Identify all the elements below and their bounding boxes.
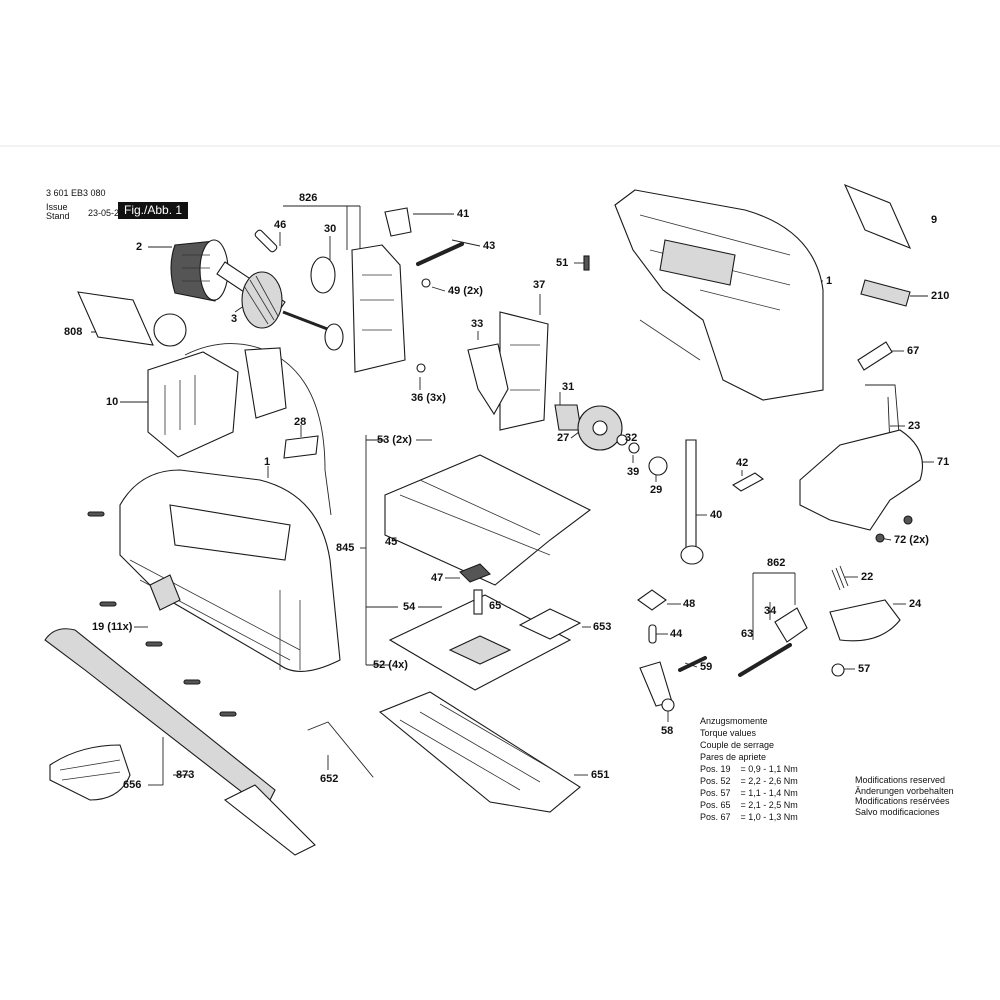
modifications-es: Salvo modificaciones <box>855 806 940 817</box>
callout-19: 19 (11x) <box>92 621 133 633</box>
callout-33: 33 <box>471 318 484 330</box>
part-motor-stator <box>170 239 229 302</box>
callout-210: 210 <box>931 290 950 302</box>
callout-2: 2 <box>136 241 143 253</box>
torque-row-52: Pos. 52 = 2,2 - 2,6 Nm <box>700 776 798 786</box>
callout-873: 873 <box>176 769 195 781</box>
callout-22: 22 <box>861 571 874 583</box>
callout-845: 845 <box>336 542 355 554</box>
callout-47: 47 <box>431 572 444 584</box>
callout-23: 23 <box>908 420 921 432</box>
torque-title-en: Torque values <box>700 728 757 738</box>
torque-title-de: Anzugsmomente <box>700 716 768 726</box>
callout-9: 9 <box>931 214 938 226</box>
torque-title-es: Pares de apriete <box>700 752 767 762</box>
callout-27: 27 <box>557 432 570 444</box>
callout-54: 54 <box>403 601 416 613</box>
callout-29: 29 <box>650 484 663 496</box>
part-housing-half-right <box>614 189 824 401</box>
callout-36: 36 (3x) <box>411 392 446 404</box>
modifications-notice: Modifications reserved Änderungen vorbeh… <box>855 775 954 817</box>
callout-652: 652 <box>320 773 339 785</box>
torque-values-table: Anzugsmomente Torque values Couple de se… <box>700 715 798 823</box>
callout-31: 31 <box>562 381 575 393</box>
callout-45: 45 <box>385 536 398 548</box>
callout-67: 67 <box>907 345 920 357</box>
callout-63: 63 <box>741 628 754 640</box>
callout-52: 52 (4x) <box>373 659 408 671</box>
figure-tag: Fig./Abb. 1 <box>118 202 189 219</box>
document-code: 3 601 EB3 080 <box>46 188 106 198</box>
modifications-en: Modifications reserved <box>855 775 946 785</box>
callout-24: 24 <box>909 598 922 610</box>
callout-72: 72 (2x) <box>894 534 929 546</box>
callout-32: 32 <box>625 432 638 444</box>
callout-48: 48 <box>683 598 696 610</box>
callout-51: 51 <box>556 257 569 269</box>
callout-42: 42 <box>736 457 749 469</box>
part-armature <box>216 261 331 332</box>
callout-30: 30 <box>324 223 337 235</box>
torque-row-65: Pos. 65 = 2,1 - 2,5 Nm <box>700 800 798 810</box>
issue-label: Issue <box>46 202 68 212</box>
callout-28: 28 <box>294 416 307 428</box>
issue-stand-label: Issue Stand <box>46 203 70 221</box>
callout-10: 10 <box>106 396 119 408</box>
callout-58: 58 <box>661 725 674 737</box>
callout-65: 65 <box>489 600 502 612</box>
callout-653: 653 <box>593 621 612 633</box>
callout-57: 57 <box>858 663 871 675</box>
callout-1-housing-left: 1 <box>264 456 271 468</box>
callout-53: 53 (2x) <box>377 434 412 446</box>
part-base-plate <box>384 454 592 691</box>
torque-row-67: Pos. 67 = 1,0 - 1,3 Nm <box>700 812 798 822</box>
callout-39: 39 <box>627 466 640 478</box>
callout-656: 656 <box>123 779 142 791</box>
callout-651: 651 <box>591 769 610 781</box>
callout-34: 34 <box>764 605 777 617</box>
callout-826: 826 <box>299 192 318 204</box>
callout-40: 40 <box>710 509 723 521</box>
part-housing-half-left <box>119 469 341 672</box>
torque-title-fr: Couple de serrage <box>700 740 775 750</box>
issue-date: 23-05-20 <box>88 208 125 218</box>
callout-71: 71 <box>937 456 950 468</box>
callout-41: 41 <box>457 208 470 220</box>
modifications-de: Änderungen vorbehalten <box>855 785 954 796</box>
callout-808: 808 <box>64 326 83 338</box>
callout-43: 43 <box>483 240 496 252</box>
callout-59: 59 <box>700 661 713 673</box>
callout-862: 862 <box>767 557 786 569</box>
callout-46: 46 <box>274 219 287 231</box>
callout-49: 49 (2x) <box>448 285 483 297</box>
callout-1-housing-right: 1 <box>826 275 833 287</box>
callout-44: 44 <box>670 628 683 640</box>
callout-3: 3 <box>231 313 238 325</box>
stand-label: Stand <box>46 211 70 221</box>
torque-row-19: Pos. 19 = 0,9 - 1,1 Nm <box>700 764 798 774</box>
callout-37: 37 <box>533 279 546 291</box>
torque-row-57: Pos. 57 = 1,1 - 1,4 Nm <box>700 788 798 798</box>
modifications-fr: Modifications resérvées <box>855 796 950 806</box>
